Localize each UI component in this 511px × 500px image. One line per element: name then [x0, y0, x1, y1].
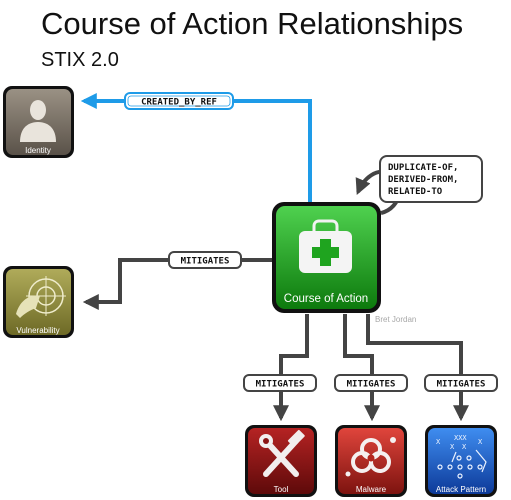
malware-label: Malware — [356, 485, 387, 494]
created-by-ref-label: CREATED_BY_REF — [124, 92, 234, 110]
svg-text:X: X — [450, 443, 455, 451]
play-diagram-icon: X XXX X X X — [436, 434, 487, 479]
attack-pattern-label: Attack Pattern — [436, 485, 486, 494]
vulnerability-label: Vulnerability — [16, 326, 59, 335]
mitigates-tool-text: MITIGATES — [256, 380, 305, 390]
malware-node[interactable]: Malware — [335, 425, 407, 497]
mitigates-attack-pattern-arrow — [366, 314, 469, 422]
tool-node[interactable]: Tool — [245, 425, 317, 497]
diagram-title: Course of Action Relationships — [41, 6, 464, 41]
duplicate-of-text: DUPLICATE-OF, — [388, 163, 458, 173]
svg-text:X: X — [478, 438, 483, 446]
mitigates-attack-pattern-label: MITIGATES — [424, 374, 498, 392]
mitigates-tool-arrow — [273, 314, 309, 422]
crosshair-icon — [16, 276, 66, 318]
related-to-text: RELATED-TO — [388, 187, 443, 197]
attack-pattern-node[interactable]: X XXX X X X Attack Pattern — [425, 425, 497, 497]
created-by-ref-arrow — [80, 93, 312, 202]
identity-label: Identity — [25, 146, 51, 155]
vulnerability-node[interactable]: Vulnerability — [3, 266, 74, 338]
course-of-action-label: Course of Action — [284, 293, 368, 305]
self-relationship-label: DUPLICATE-OF, DERIVED-FROM, RELATED-TO — [379, 155, 483, 203]
wrench-hammer-icon — [259, 429, 305, 477]
tool-label: Tool — [274, 485, 289, 494]
created-by-ref-text: CREATED_BY_REF — [141, 98, 217, 108]
mitigates-attack-pattern-text: MITIGATES — [437, 380, 486, 390]
person-silhouette-icon — [20, 100, 56, 142]
svg-text:XXX: XXX — [454, 434, 467, 442]
mitigates-malware-text: MITIGATES — [347, 380, 396, 390]
mitigates-tool-label: MITIGATES — [243, 374, 317, 392]
biohazard-icon — [345, 437, 396, 477]
first-aid-kit-icon — [299, 219, 352, 273]
svg-text:X: X — [462, 443, 467, 451]
author-credit: Bret Jordan — [375, 315, 417, 324]
diagram-subtitle: STIX 2.0 — [41, 49, 119, 71]
course-of-action-node[interactable]: Course of Action — [272, 202, 381, 313]
derived-from-text: DERIVED-FROM, — [388, 175, 458, 185]
svg-text:X: X — [436, 438, 441, 446]
mitigates-malware-label: MITIGATES — [334, 374, 408, 392]
mitigates-vulnerability-text: MITIGATES — [181, 257, 230, 267]
identity-node[interactable]: Identity — [3, 86, 74, 158]
mitigates-vulnerability-label: MITIGATES — [168, 251, 242, 269]
